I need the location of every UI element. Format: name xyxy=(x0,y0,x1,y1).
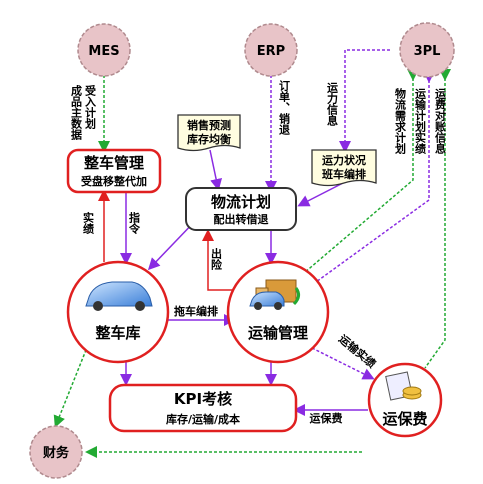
edge-capacity-logistics xyxy=(297,181,346,207)
label-mes-master: 成品主数据 xyxy=(70,84,83,141)
edges xyxy=(53,49,451,458)
money-icon xyxy=(385,371,422,401)
vehicle-mgmt-sub: 受盘移整代加 xyxy=(81,174,147,188)
label-mes-plan: 受入计划 xyxy=(84,84,97,130)
label-insurance-fee: 运保费 xyxy=(310,411,343,425)
logistics-plan-title: 物流计划 xyxy=(211,193,271,211)
sales-forecast-line2: 库存均衡 xyxy=(187,132,231,146)
node-logistics-plan: 物流计划 配出转借退 xyxy=(185,187,297,231)
label-tow-schedule: 拖车编排 xyxy=(174,304,218,318)
label-transport-perf: 运输实绩 xyxy=(336,332,379,371)
erp-label: ERP xyxy=(257,44,285,59)
transport-mgmt-label: 运输管理 xyxy=(248,324,308,342)
capacity-status-line2: 班车编排 xyxy=(322,167,366,181)
node-insurance: 运保费 xyxy=(367,362,443,438)
finance-label: 财务 xyxy=(43,445,70,461)
edge-tpl-demand xyxy=(289,69,419,286)
edge-transport-logistics xyxy=(202,229,238,291)
node-capacity-status: 运力状况 班车编排 xyxy=(311,149,377,187)
label-actual: 实绩 xyxy=(82,211,95,235)
vehicle-warehouse-label: 整车库 xyxy=(95,324,140,342)
mes-label: MES xyxy=(88,44,119,59)
edge-forecast-logistics xyxy=(209,149,223,191)
node-sales-forecast: 销售预测 库存均衡 xyxy=(177,114,241,152)
node-vehicle-mgmt: 整车管理 受盘移整代加 xyxy=(66,148,162,194)
label-erp-capacity: 运力信息 xyxy=(326,82,339,126)
label-erp-order: 订单、销退 xyxy=(278,79,291,136)
kpi-sub: 库存/运输/成本 xyxy=(166,412,240,426)
label-outbound: 出险 xyxy=(210,247,223,271)
label-tpl-actual: 运输计划实绩 xyxy=(414,88,427,155)
edge-tpl-fee xyxy=(424,69,451,369)
edge-tpl-actual xyxy=(304,71,435,291)
edge-erp-capacity xyxy=(339,49,390,153)
insurance-label: 运保费 xyxy=(382,410,427,428)
sales-forecast-line1: 销售预测 xyxy=(187,118,231,132)
label-tpl-fee: 运费对账信息 xyxy=(434,88,447,154)
kpi-title: KPI考核 xyxy=(174,390,232,408)
edge-warehouse-finance xyxy=(53,344,89,428)
node-transport-mgmt: 运输管理 xyxy=(226,260,330,364)
capacity-status-line1: 运力状况 xyxy=(322,153,366,167)
node-vehicle-warehouse: 整车库 xyxy=(66,260,170,364)
node-erp: ERP xyxy=(244,23,298,77)
node-mes: MES xyxy=(77,23,131,77)
car-icon xyxy=(85,281,153,311)
label-instruction: 指令 xyxy=(128,211,142,235)
node-3pl: 3PL xyxy=(399,22,455,78)
tpl-label: 3PL xyxy=(414,44,441,59)
logistics-plan-sub: 配出转借退 xyxy=(214,212,269,226)
vehicle-mgmt-title: 整车管理 xyxy=(84,154,144,172)
node-kpi: KPI考核 库存/运输/成本 xyxy=(108,383,298,433)
truck-icon xyxy=(249,279,301,310)
edge-transport-insurance xyxy=(311,347,375,380)
node-finance: 财务 xyxy=(29,425,83,479)
label-tpl-demand: 物流需求计划 xyxy=(394,87,407,155)
